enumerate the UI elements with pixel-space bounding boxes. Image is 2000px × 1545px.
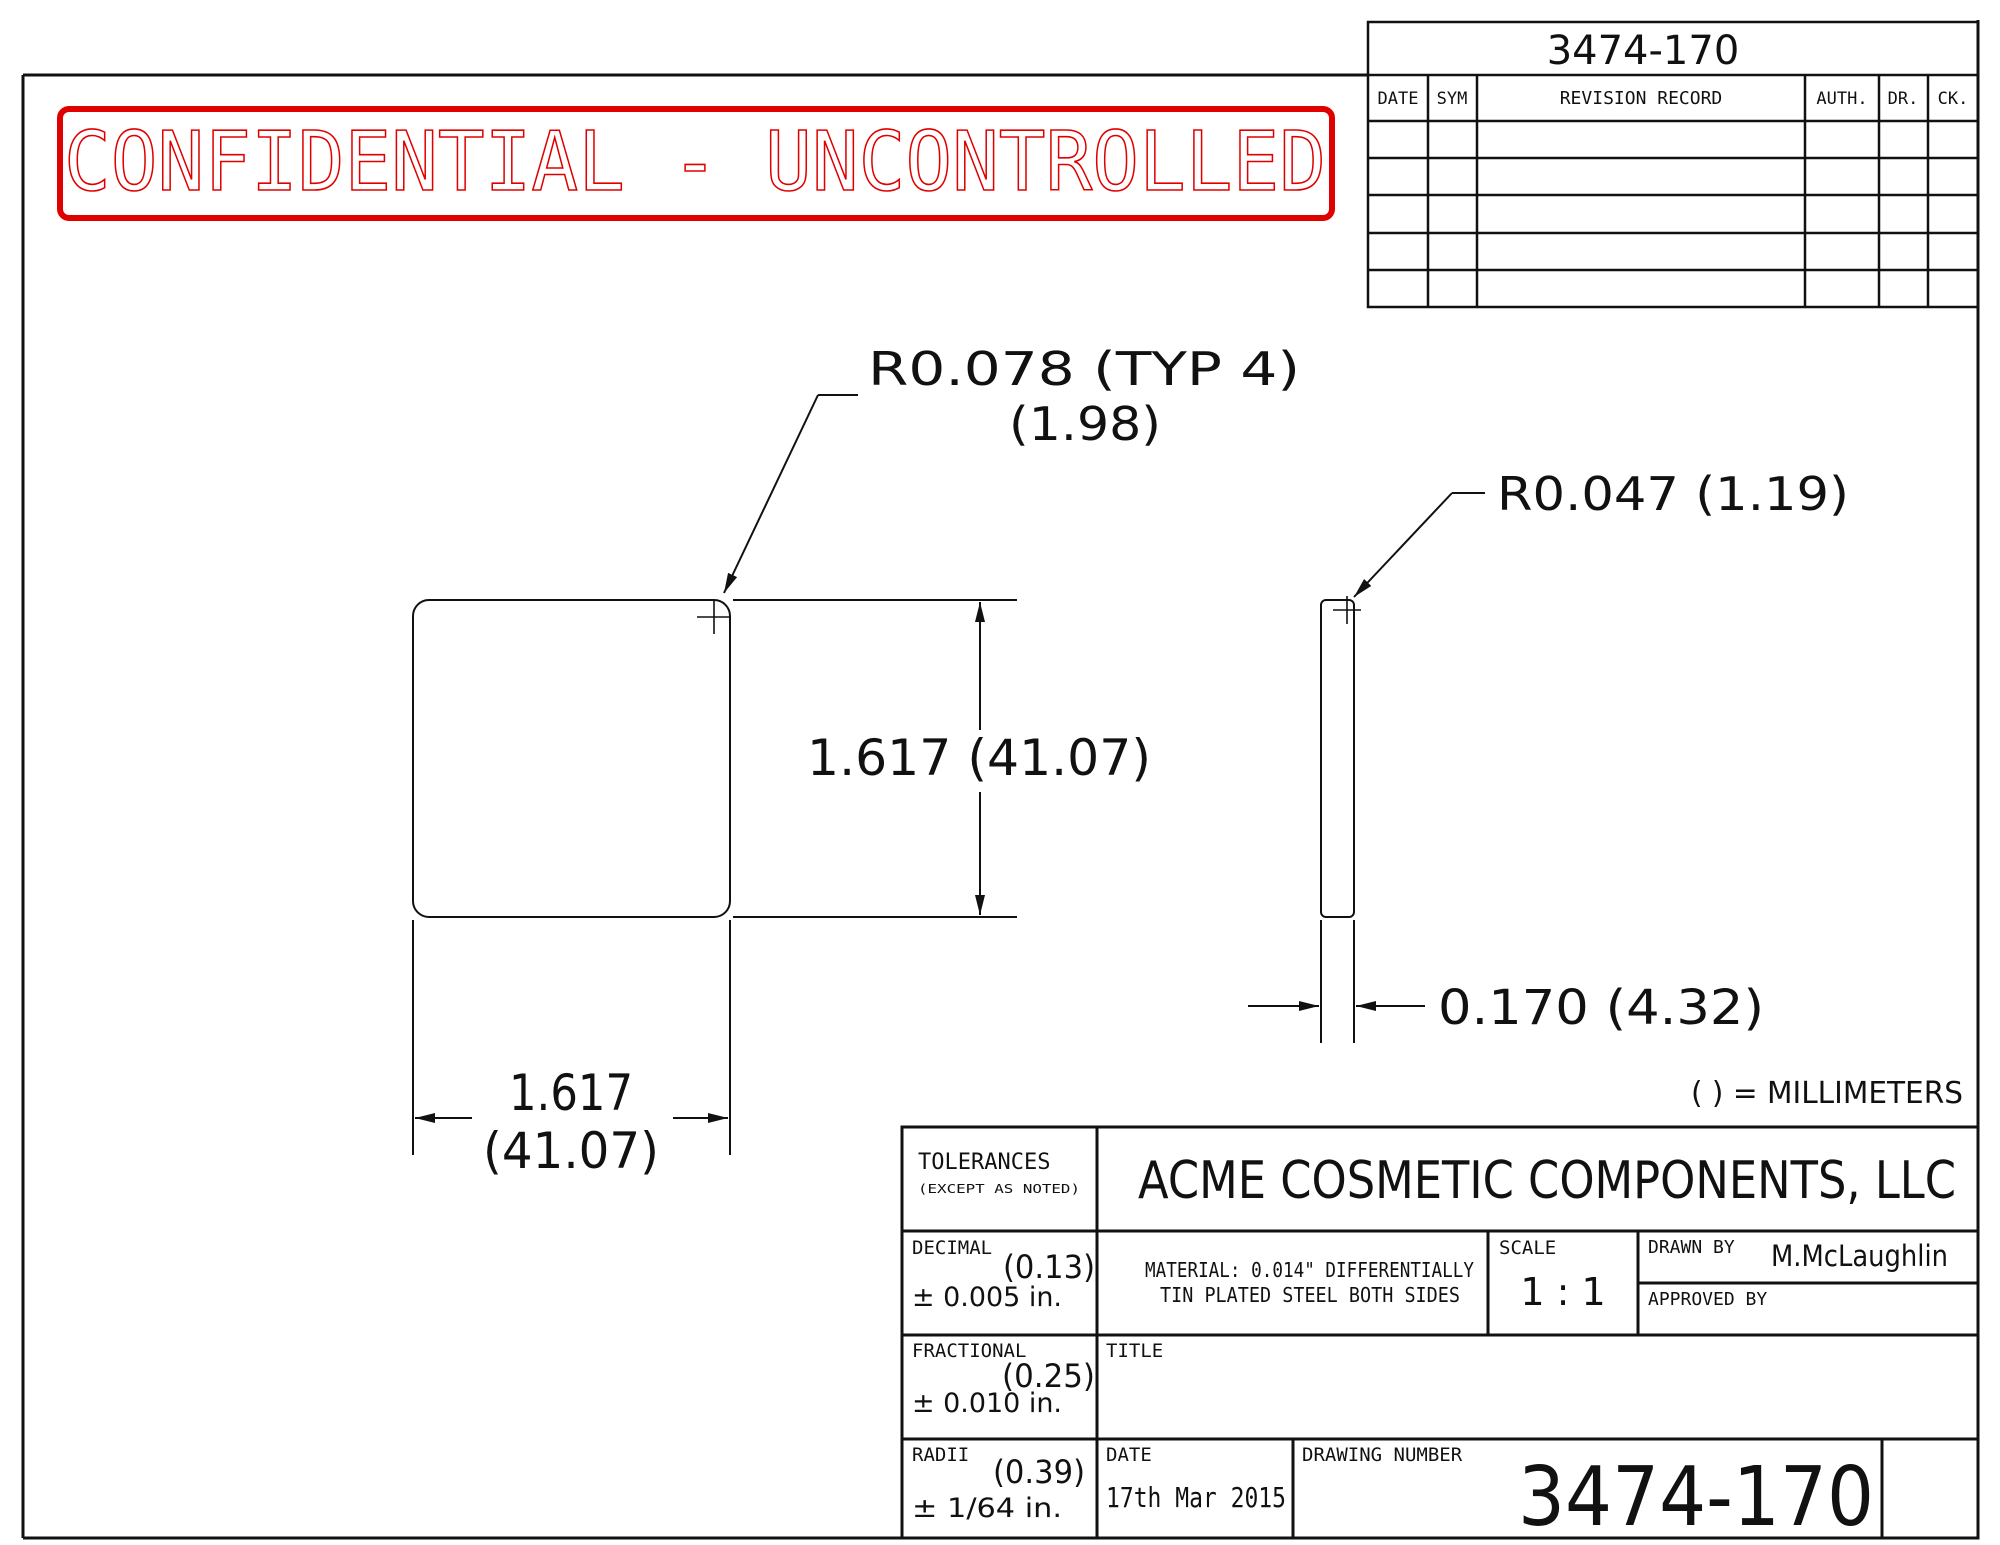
fractional-value: ± 0.010 in.: [912, 1388, 1062, 1419]
revision-header-row: DATE SYM REVISION RECORD AUTH. DR. CK.: [1378, 88, 1969, 109]
fractional-mm: (0.25): [1002, 1357, 1095, 1395]
fractional-label: FRACTIONAL: [912, 1340, 1026, 1362]
side-radius-label: R0.047 (1.19): [1497, 467, 1849, 521]
units-note: ( ) = MILLIMETERS: [1691, 1076, 1963, 1111]
scale-label: SCALE: [1499, 1237, 1556, 1259]
drawn-by-label: DRAWN BY: [1648, 1237, 1735, 1258]
decimal-value: ± 0.005 in.: [912, 1282, 1062, 1313]
tolerances-sub: (EXCEPT AS NOTED): [918, 1182, 1080, 1196]
radii-mm: (0.39): [993, 1453, 1085, 1491]
revision-header-date: DATE: [1378, 89, 1419, 109]
width-dimension-label: 1.617: [509, 1064, 633, 1122]
revision-header-dr: DR.: [1888, 89, 1919, 109]
corner-center-mark: [697, 600, 731, 634]
title-label: TITLE: [1106, 1340, 1163, 1362]
revision-drawing-number: 3474-170: [1547, 28, 1740, 74]
drawing-number-label: DRAWING NUMBER: [1302, 1444, 1463, 1466]
scale-value: 1 : 1: [1520, 1270, 1605, 1314]
front-radius-mm: (1.98): [1009, 397, 1161, 451]
side-view-outline: [1320, 599, 1355, 918]
side-radius-leader: [1353, 492, 1485, 598]
material-line-2: TIN PLATED STEEL BOTH SIDES: [1160, 1283, 1460, 1307]
thickness-dimension-label: 0.170 (4.32): [1438, 980, 1764, 1036]
width-dimension: [412, 920, 731, 1155]
material-line-1: MATERIAL: 0.014" DIFFERENTIALLY: [1145, 1258, 1474, 1282]
revision-header-ck: CK.: [1938, 89, 1969, 109]
drawn-by-value: M.McLaughlin: [1771, 1239, 1948, 1273]
revision-header-auth: AUTH.: [1816, 89, 1867, 109]
front-radius-label: R0.078 (TYP 4): [868, 342, 1300, 396]
revision-header-record: REVISION RECORD: [1560, 88, 1723, 109]
height-dimension: [733, 599, 1017, 918]
front-radius-leader: [723, 394, 858, 594]
side-view: R0.047 (1.19) 0.170 (4.32): [1248, 467, 1849, 1043]
date-label: DATE: [1106, 1444, 1152, 1466]
thickness-dimension: [1248, 920, 1425, 1043]
radii-value: ± 1/64 in.: [912, 1493, 1062, 1524]
side-corner-center-mark: [1333, 596, 1361, 624]
revision-header-sym: SYM: [1437, 89, 1468, 109]
drawing-number-value: 3474-170: [1518, 1450, 1874, 1545]
height-dimension-label: 1.617 (41.07): [807, 729, 1151, 787]
width-dimension-mm: (41.07): [483, 1122, 659, 1180]
radii-label: RADII: [912, 1444, 969, 1466]
title-block: TOLERANCES (EXCEPT AS NOTED) ACME COSMET…: [900, 1125, 1980, 1545]
date-value: 17th Mar 2015: [1106, 1481, 1286, 1514]
tolerances-label: TOLERANCES: [918, 1150, 1050, 1175]
approved-by-label: APPROVED BY: [1648, 1289, 1767, 1310]
decimal-label: DECIMAL: [912, 1237, 992, 1259]
front-view-outline: [412, 599, 731, 918]
revision-block: 3474-170 DATE SYM REVISION RECORD AUTH. …: [1366, 20, 1980, 309]
company-name: ACME COSMETIC COMPONENTS, LLC: [1138, 1151, 1956, 1211]
decimal-mm: (0.13): [1003, 1248, 1095, 1286]
confidential-stamp-text: CONFIDENTIAL - UNCONTROLLED: [64, 115, 1326, 210]
front-view: R0.078 (TYP 4) (1.98) 1.617 (41.07) 1.61…: [412, 342, 1300, 1180]
confidential-stamp: CONFIDENTIAL - UNCONTROLLED: [57, 106, 1335, 221]
